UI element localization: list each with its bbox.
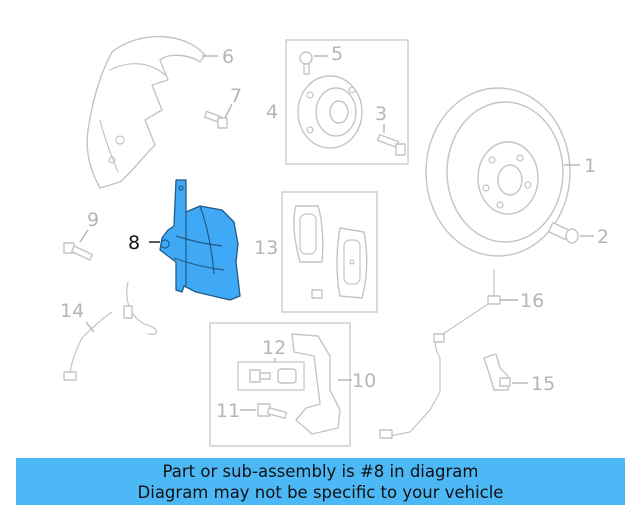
wheel-hub-part-4	[297, 75, 363, 149]
callout-9: 9	[87, 209, 99, 231]
callout-5: 5	[331, 43, 343, 65]
parts-diagram: 6 7 4 5 3 1	[60, 35, 609, 447]
carrier-group-box	[209, 322, 351, 447]
callout-14: 14	[60, 300, 84, 322]
wear-sensor-part-16	[379, 269, 501, 439]
guide-bolt-part-11	[257, 403, 288, 419]
callout-8: 8	[128, 232, 140, 254]
screw-part-2	[548, 221, 579, 244]
caliper-carrier-part-10	[291, 333, 341, 435]
info-banner: Part or sub-assembly is #8 in diagram Di…	[16, 458, 625, 505]
hub-group-box	[285, 39, 409, 165]
bolt-part-5	[299, 51, 313, 75]
callout-15: 15	[531, 373, 555, 395]
callout-2: 2	[597, 226, 609, 248]
brake-caliper-part-8[interactable]	[159, 179, 241, 301]
pads-group-box	[281, 191, 378, 313]
callout-3: 3	[375, 103, 387, 125]
brake-rotor-part-1	[425, 87, 571, 257]
callout-12: 12	[262, 337, 286, 359]
splash-shield-part-6	[86, 35, 206, 189]
bolt-kit-box	[237, 361, 305, 391]
callout-7: 7	[230, 85, 242, 107]
bolt-part-9	[63, 242, 94, 261]
brake-pads-part-13	[293, 205, 368, 299]
callout-11: 11	[216, 400, 240, 422]
callout-10: 10	[352, 370, 376, 392]
sensor-connector-part-15	[483, 353, 511, 391]
brake-hose-part-14	[63, 281, 158, 381]
banner-line-disclaimer: Diagram may not be specific to your vehi…	[137, 482, 504, 502]
callout-1: 1	[584, 155, 596, 177]
bolt-part-3	[376, 134, 406, 156]
callout-13: 13	[254, 237, 278, 259]
bolt-kit-part-12	[249, 368, 297, 384]
banner-line-part-number: Part or sub-assembly is #8 in diagram	[162, 461, 479, 481]
callout-4: 4	[266, 101, 278, 123]
callout-6: 6	[222, 46, 234, 68]
bolt-part-7	[203, 110, 228, 129]
callout-16: 16	[520, 290, 544, 312]
